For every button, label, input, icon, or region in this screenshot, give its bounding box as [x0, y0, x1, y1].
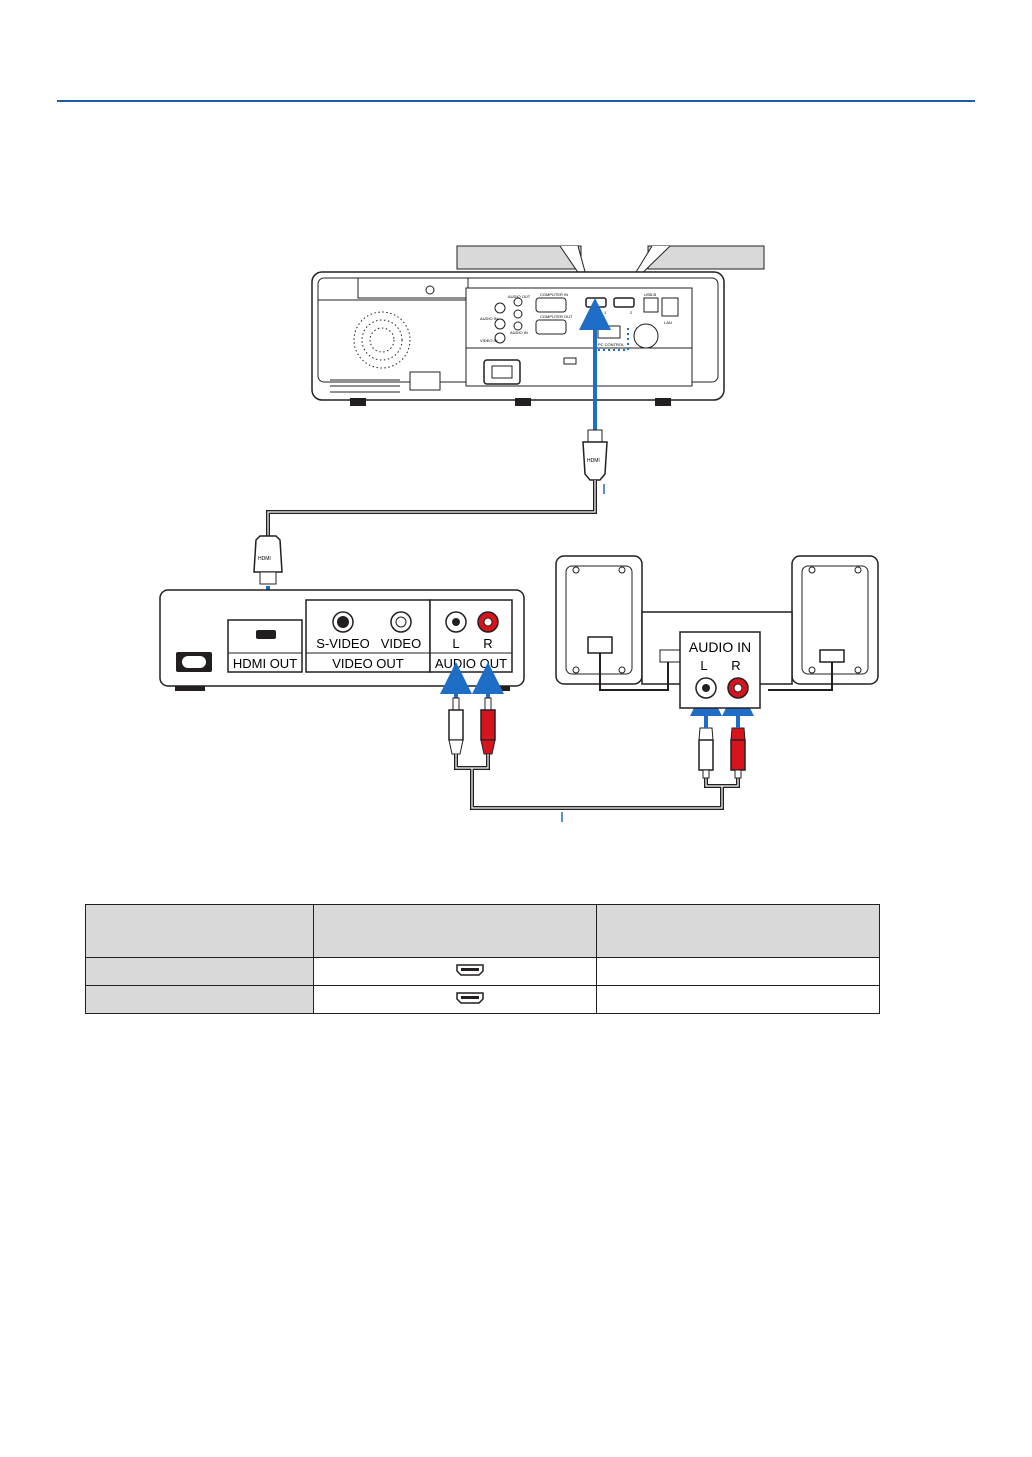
- hdmi-plug-label-2: HDMI: [258, 556, 271, 562]
- player-video-label: VIDEO: [381, 636, 421, 651]
- projector: COMPUTER IN COMPUTER OUT AUDIO OUT AUDIO…: [311, 271, 725, 406]
- player-svideo-label: S-VIDEO: [316, 636, 369, 651]
- table-cell-name: [85, 985, 314, 1014]
- table-header-cell: [85, 904, 314, 958]
- projector-audio-out-label: AUDIO OUT: [508, 294, 531, 299]
- projector-audio-in-label-2: AUDIO IN: [510, 330, 528, 335]
- projector-pc-control-label: PC CONTROL: [598, 342, 625, 347]
- hdmi-connector-icon: [456, 992, 484, 1004]
- hdmi-plug-projector-end: HDMI: [582, 429, 608, 481]
- header-rule: [57, 100, 975, 102]
- hdmi-connector-icon: [456, 964, 484, 976]
- speaker-l-label: L: [700, 658, 707, 673]
- projector-hdmi1-port: [585, 297, 607, 308]
- projector-usb-label: USB-B: [644, 292, 657, 297]
- table-cell-signal: [596, 985, 880, 1014]
- hdmi-plug-player-end: HDMI: [253, 535, 283, 585]
- table-cell-name: [85, 957, 314, 986]
- table-row: [85, 957, 880, 986]
- rca-plugs-speaker-end: [698, 727, 746, 779]
- table-row: [85, 985, 880, 1014]
- projector-video-in-label: VIDEO IN: [480, 338, 498, 343]
- rca-plugs-player-end: [448, 697, 496, 755]
- player-audio-l-label: L: [452, 636, 459, 651]
- projector-computer-in-label: COMPUTER IN: [540, 292, 568, 297]
- table-header-row: [85, 904, 880, 958]
- projector-computer-out-label: COMPUTER OUT: [540, 314, 573, 319]
- player-audio-r-label: R: [483, 636, 492, 651]
- table-cell-connector: [313, 985, 597, 1014]
- table-cell-signal: [596, 957, 880, 986]
- powered-speakers: AUDIO IN L R: [555, 555, 879, 709]
- projector-lan-label: LAN: [664, 320, 672, 325]
- player-video-out-label: VIDEO OUT: [332, 656, 404, 671]
- projector-hdmi2-label: 2: [630, 310, 633, 315]
- projector-audio-in-label-1: AUDIO IN: [480, 316, 498, 321]
- speaker-r-label: R: [731, 658, 740, 673]
- audio-cable: [454, 754, 740, 810]
- speaker-audio-in-label: AUDIO IN: [689, 639, 751, 655]
- table-header-cell: [596, 904, 880, 958]
- table-header-cell: [313, 904, 597, 958]
- projector-hdmi2-port: [613, 297, 635, 308]
- hdmi-plug-label-1: HDMI: [587, 458, 600, 464]
- connection-diagram: COMPUTER IN COMPUTER OUT AUDIO OUT AUDIO…: [159, 245, 879, 822]
- connector-table: [85, 904, 880, 1014]
- av-player: HDMI OUT S-VIDEO VIDEO VIDEO OUT L R AUD…: [159, 589, 525, 691]
- hdmi-cable: [266, 480, 597, 536]
- player-hdmi-out-label: HDMI OUT: [233, 656, 297, 671]
- table-cell-connector: [313, 957, 597, 986]
- player-audio-out-label: AUDIO OUT: [435, 656, 507, 671]
- player-hdmi-out-port: [256, 630, 276, 639]
